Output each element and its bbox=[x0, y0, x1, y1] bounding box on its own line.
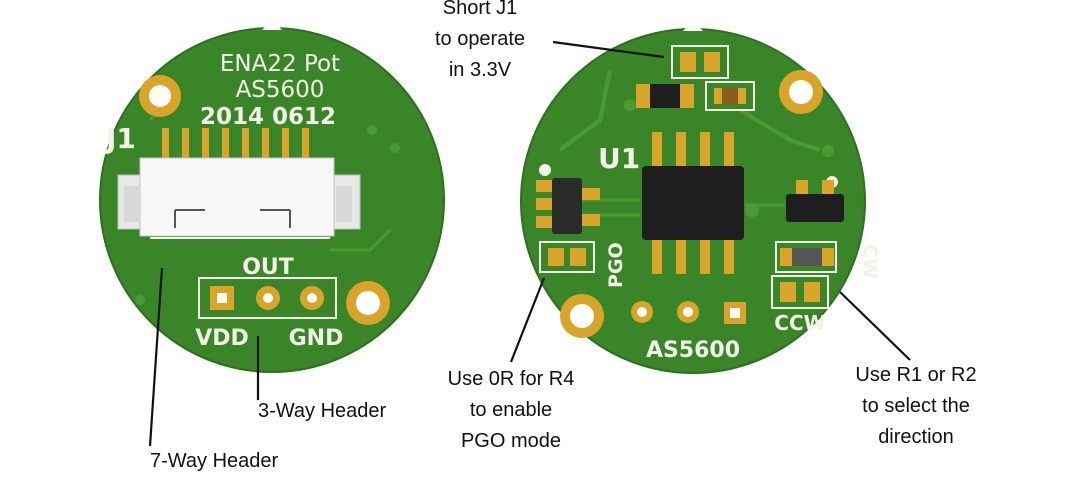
seven-way-connector bbox=[117, 157, 361, 239]
callout-short-j1: Short J1 to operate in 3.3V bbox=[425, 0, 535, 86]
left-silk-line2: AS5600 bbox=[236, 77, 325, 103]
left-board-notch bbox=[262, 24, 282, 30]
right-board: U1 PGO bbox=[520, 25, 881, 374]
callout-use-r1r2-line3: direction bbox=[878, 426, 954, 448]
callout-use-r1r2: Use R1 or R2 to select the direction bbox=[834, 360, 998, 453]
left-silk-line1: ENA22 Pot bbox=[220, 51, 340, 77]
callout-seven-way-header: 7-Way Header bbox=[150, 450, 279, 472]
transistor-left bbox=[536, 178, 600, 234]
gnd-label: GND bbox=[289, 326, 344, 351]
bottom-pads bbox=[631, 301, 746, 324]
ic-as5600 bbox=[642, 132, 744, 274]
leader-use-r1r2 bbox=[839, 291, 911, 361]
right-mounting-hole-2 bbox=[560, 294, 604, 338]
capacitor-top bbox=[705, 81, 755, 111]
callout-use-r1r2-line2: to select the bbox=[862, 395, 970, 417]
callout-short-j1-line2: to operate bbox=[434, 28, 526, 50]
header-out-label: OUT bbox=[242, 255, 294, 280]
pgo-label: PGO bbox=[605, 242, 627, 288]
right-mounting-hole-1 bbox=[779, 70, 823, 114]
callout-three-way-header: 3-Way Header bbox=[258, 400, 387, 422]
leader-seven-way bbox=[148, 267, 164, 447]
seven-way-connector-pins bbox=[162, 128, 309, 160]
callout-use-r1r2-line1: Use R1 or R2 bbox=[855, 364, 977, 386]
transistor-right bbox=[786, 180, 844, 222]
resistor-r2-ccw bbox=[771, 275, 829, 309]
resistor-top bbox=[636, 84, 694, 108]
callout-use-0r: Use 0R for R4 to enable PGO mode bbox=[424, 364, 598, 457]
connector-j1-label: J1 bbox=[104, 122, 136, 155]
jumper-j1 bbox=[671, 45, 729, 79]
resistor-r1-cw bbox=[775, 241, 837, 273]
callout-use-0r-line2: to enable bbox=[469, 399, 553, 421]
three-way-header bbox=[198, 277, 337, 319]
left-mounting-hole-2 bbox=[346, 281, 390, 325]
callout-short-j1-line3: in 3.3V bbox=[448, 59, 512, 81]
jumper-pgo bbox=[539, 241, 595, 273]
callout-use-0r-line3: PGO mode bbox=[460, 430, 562, 452]
chip-name-label: AS5600 bbox=[646, 338, 740, 363]
leader-use-0r bbox=[509, 277, 546, 363]
callout-lines bbox=[148, 40, 911, 447]
left-board: ENA22 Pot AS5600 2014 0612 J1 bbox=[99, 24, 445, 373]
left-silk-line3: 2014 0612 bbox=[200, 104, 336, 130]
cw-label: CW bbox=[859, 244, 881, 279]
callout-use-0r-line1: Use 0R for R4 bbox=[447, 368, 575, 390]
right-board-notch bbox=[683, 25, 703, 31]
leader-short-j1 bbox=[552, 40, 665, 59]
vdd-label: VDD bbox=[195, 326, 249, 351]
callout-short-j1-line1: Short J1 bbox=[442, 0, 518, 19]
ccw-label: CCW bbox=[774, 311, 825, 335]
ic-u1-label: U1 bbox=[598, 142, 640, 175]
left-mounting-hole-1 bbox=[139, 75, 181, 117]
